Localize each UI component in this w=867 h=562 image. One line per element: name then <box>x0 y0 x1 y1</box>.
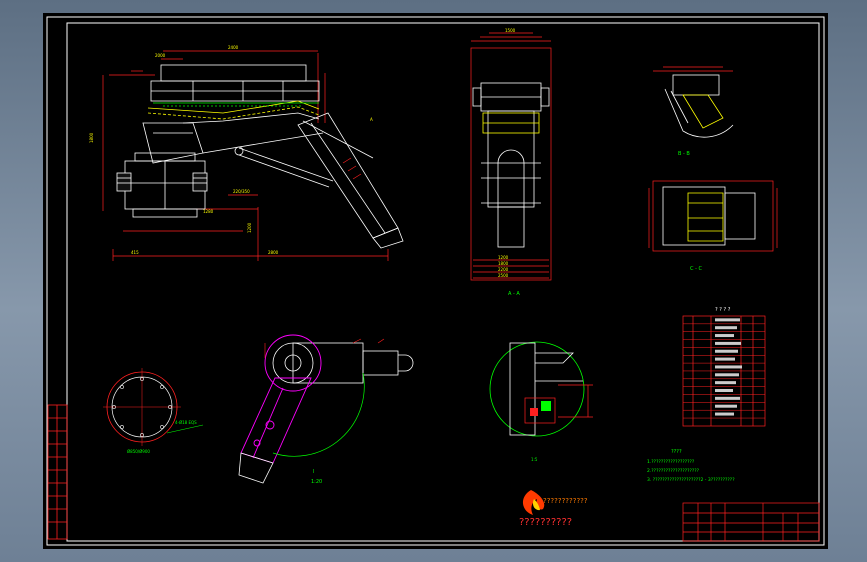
main-side-view: 2400 2000 1800 415 2800 220/350 1280 120… <box>89 45 404 261</box>
logo-caption: ?????????? <box>519 517 572 528</box>
part-list-cell-mark <box>715 396 740 400</box>
svg-text:1:5: 1:5 <box>531 457 538 462</box>
drawing-inner-frame <box>66 22 820 542</box>
svg-text:Ø850/Ø900: Ø850/Ø900 <box>127 449 150 454</box>
company-logo: ???????????? ?????????? <box>519 490 588 528</box>
part-list-cell-mark <box>715 381 736 385</box>
part-list-cell-mark <box>715 341 741 345</box>
svg-text:2200: 2200 <box>498 267 509 272</box>
svg-text:1280: 1280 <box>203 209 214 214</box>
svg-text:1800: 1800 <box>89 132 94 143</box>
tech-req-item-2: 2.???????????????????? <box>647 468 700 474</box>
svg-text:2800: 2800 <box>268 250 279 255</box>
svg-text:1:20: 1:20 <box>311 479 322 485</box>
svg-text:A: A <box>370 117 373 122</box>
svg-text:415: 415 <box>131 250 139 255</box>
svg-text:2400: 2400 <box>228 45 239 50</box>
revision-table <box>47 404 68 540</box>
pivot-arm-view: I 1:20 <box>238 334 414 485</box>
part-list-title: ? ? ? ? <box>715 307 731 313</box>
part-list-table: ? ? ? ? <box>682 307 766 427</box>
part-list-cell-mark <box>715 389 733 392</box>
svg-text:4-Ø18 EQS: 4-Ø18 EQS <box>175 420 197 425</box>
part-list-cell-mark <box>715 326 737 330</box>
section-b-b: B - B <box>653 66 734 157</box>
front-view-a-a: 1500 1200 1800 2200 2500 A - A <box>470 28 552 297</box>
part-list-cell-mark <box>715 334 734 338</box>
detail-circle-view: 1:5 <box>489 341 593 462</box>
svg-text:2000: 2000 <box>155 53 166 58</box>
tech-req-title: ???? <box>671 449 682 455</box>
svg-text:1800: 1800 <box>498 261 509 266</box>
svg-text:1200: 1200 <box>498 255 509 260</box>
part-list-cell-mark <box>715 404 737 408</box>
svg-text:C - C: C - C <box>690 266 702 272</box>
svg-text:220/350: 220/350 <box>233 189 250 194</box>
cad-viewport[interactable]: 2400 2000 1800 415 2800 220/350 1280 120… <box>43 13 828 549</box>
tech-req-item-1: 1.?????????????????? <box>647 459 695 465</box>
part-list-cell-mark <box>715 412 734 416</box>
svg-text:1500: 1500 <box>505 28 516 33</box>
logo-banner: ???????????? <box>543 497 588 505</box>
title-block <box>682 502 820 542</box>
tech-req-item-3: 3. ????????????????????2 - 3?????????? <box>647 477 735 483</box>
drawing-sheet: 2400 2000 1800 415 2800 220/350 1280 120… <box>46 16 825 546</box>
svg-text:B - B: B - B <box>678 151 690 157</box>
part-list-cell-mark <box>715 373 739 377</box>
flange-view: 4-Ø18 EQS Ø850/Ø900 <box>103 368 204 454</box>
part-list-cell-mark <box>715 357 735 361</box>
svg-text:2500: 2500 <box>498 273 509 278</box>
svg-text:A - A: A - A <box>508 291 520 297</box>
drawing-border <box>46 16 825 546</box>
part-list-cell-mark <box>715 349 738 353</box>
part-list-cell-mark <box>715 365 742 369</box>
part-list-cell-mark <box>715 318 740 322</box>
technical-requirements: ???? 1.?????????????????? 2.????????????… <box>647 449 735 483</box>
svg-text:I: I <box>313 469 314 475</box>
svg-text:1200: 1200 <box>247 222 252 233</box>
section-c-c: C - C <box>648 180 778 272</box>
